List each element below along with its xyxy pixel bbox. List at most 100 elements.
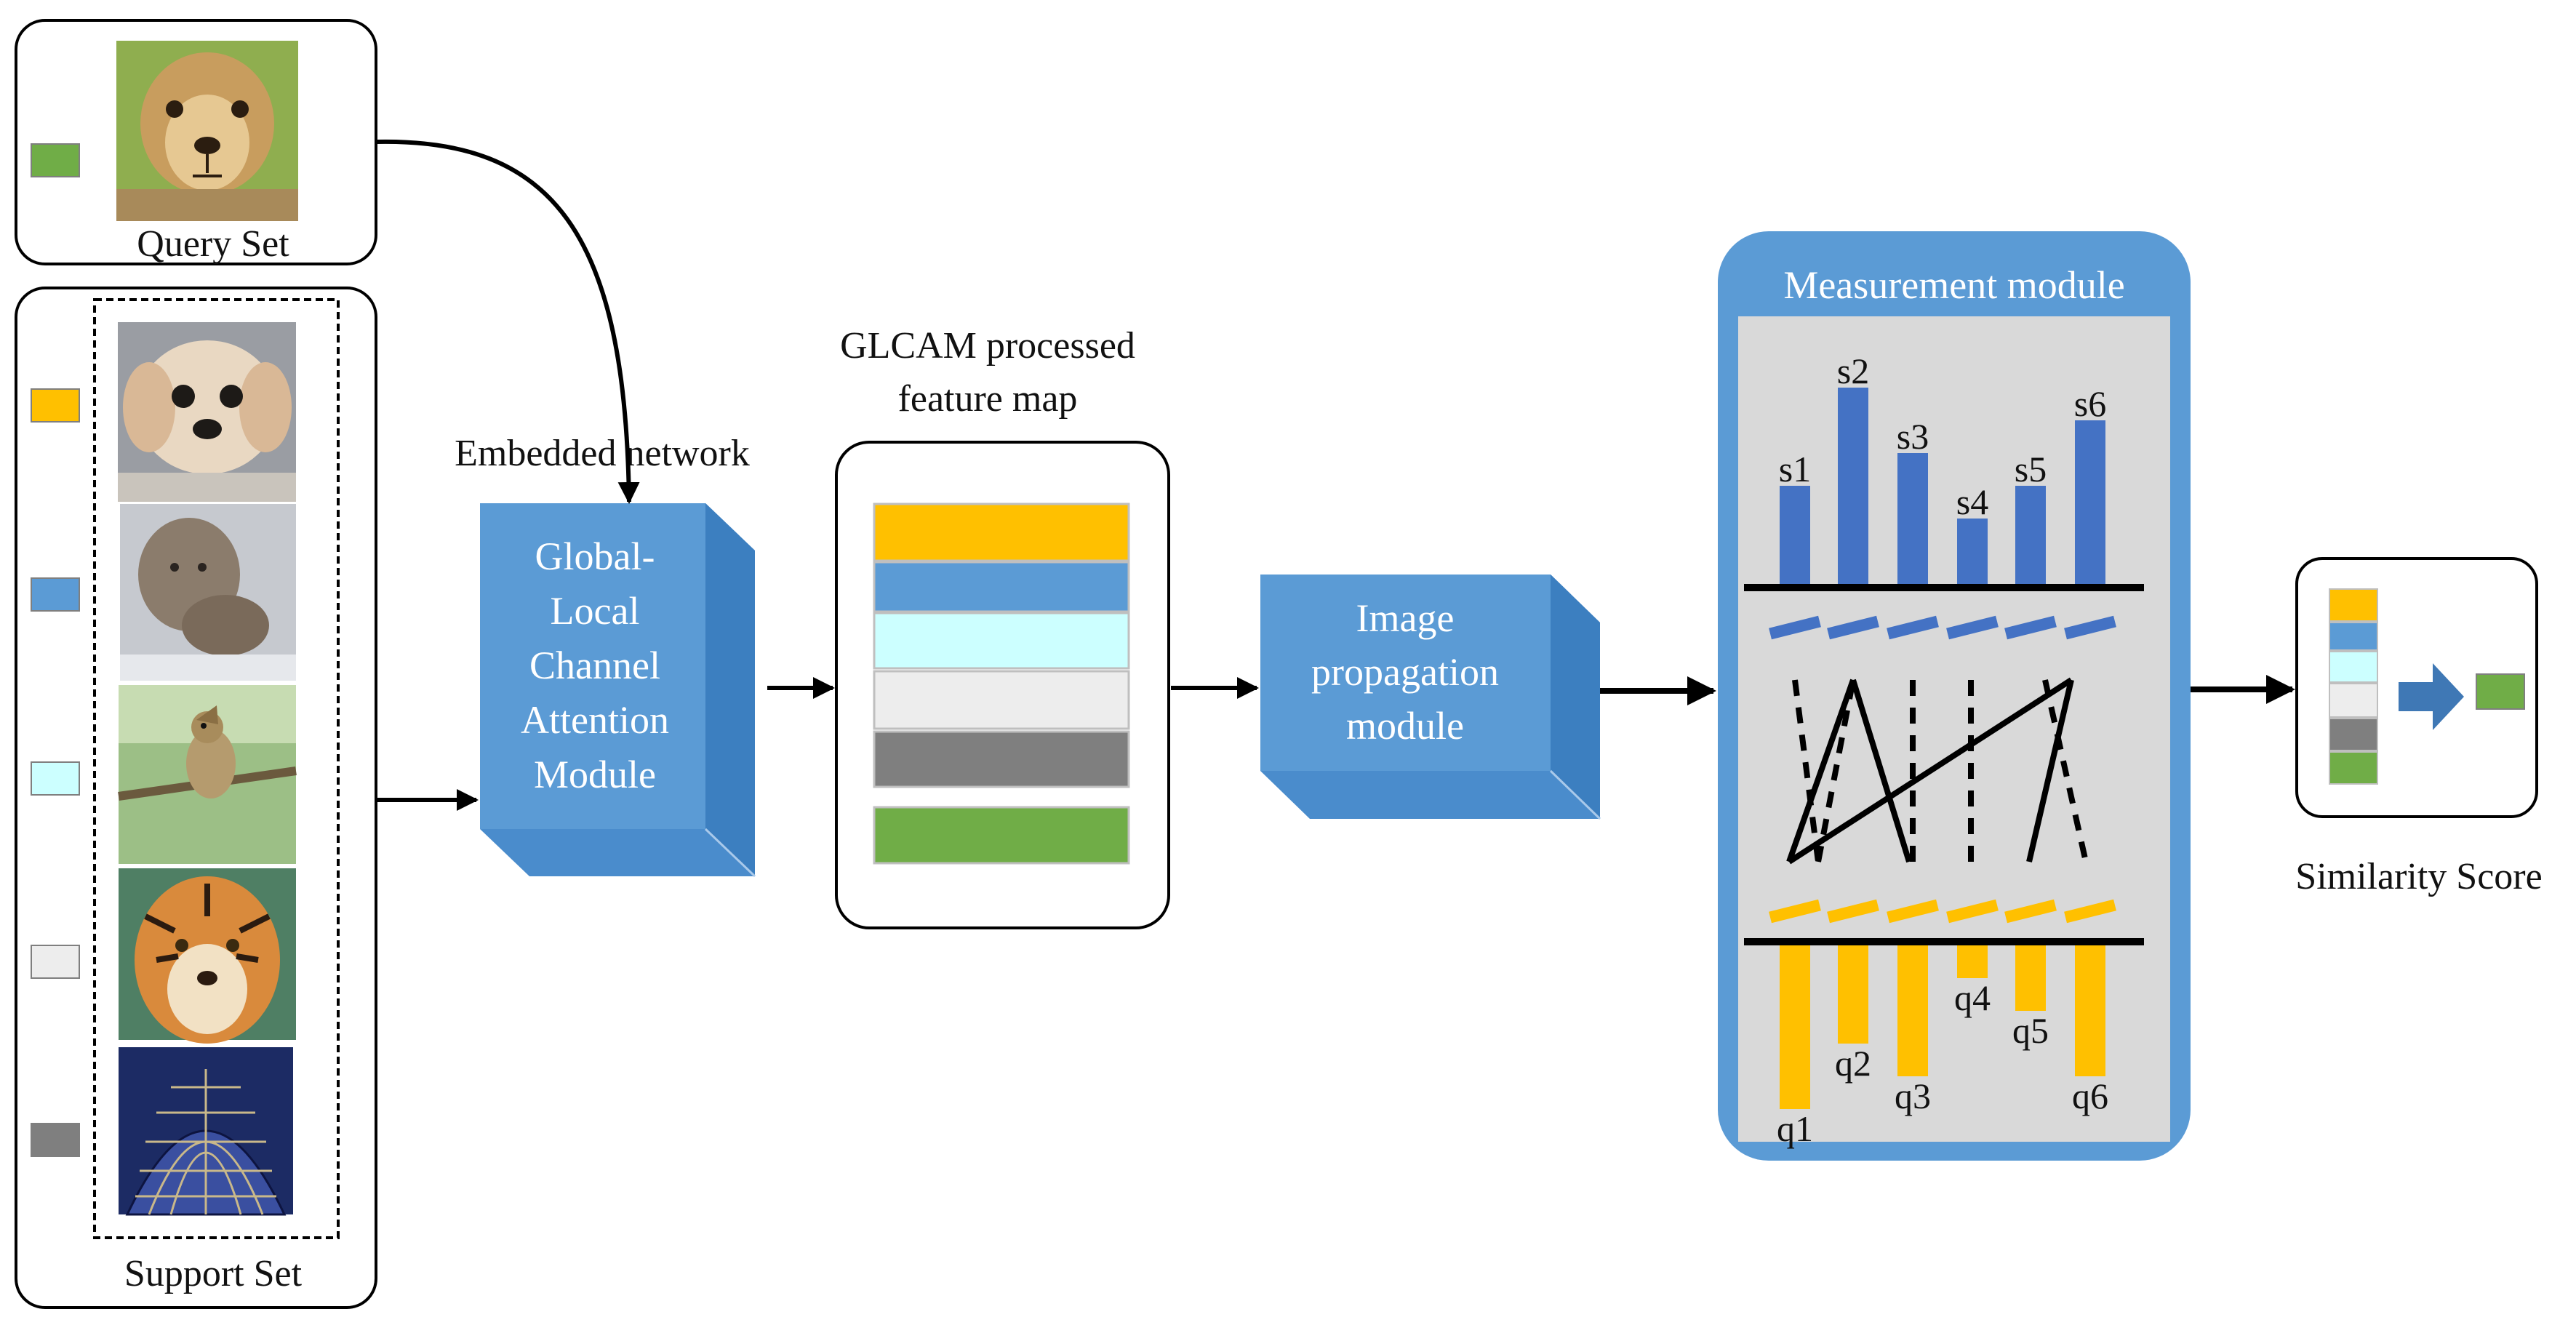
- q-bar-label-5: q5: [2012, 1010, 2049, 1051]
- glcam-line-2: Local: [551, 589, 640, 633]
- feature-band-1: [873, 503, 1130, 562]
- propagation-block-bottom: [1260, 771, 1600, 819]
- similarity-caption: Similarity Score: [2295, 856, 2542, 897]
- support-swatch-3: [31, 761, 80, 796]
- feature-band-4: [873, 670, 1130, 730]
- q-bar-label-1: q1: [1777, 1108, 1813, 1149]
- match-line-2: [1815, 679, 1856, 862]
- propagation-block-front: [1260, 575, 1551, 771]
- similarity-stack-2: [2329, 622, 2378, 651]
- query-set: Query Set: [15, 19, 377, 265]
- similarity-stack-3: [2329, 651, 2378, 683]
- support-images-frame: [93, 298, 340, 1239]
- similarity-output: [2295, 557, 2538, 818]
- s-bar-5: [2015, 486, 2046, 584]
- support-swatch-5: [31, 1123, 80, 1157]
- s-dash-6: [2064, 615, 2116, 640]
- support-swatch-1: [31, 388, 80, 423]
- s-dash-2: [1827, 615, 1879, 640]
- s-dash-3: [1887, 615, 1939, 640]
- q-bar-label-2: q2: [1835, 1043, 1871, 1084]
- match-line-7: [1787, 677, 2073, 865]
- similarity-result-swatch: [2476, 673, 2525, 710]
- q-dash-3: [1887, 899, 1939, 924]
- query-swatch: [31, 143, 80, 177]
- propagation-line-3: module: [1346, 704, 1464, 748]
- similarity-stack-4: [2329, 683, 2378, 718]
- dome-photo: [119, 1047, 293, 1216]
- similarity-stack-1: [2329, 588, 2378, 622]
- similarity-arrow-icon: [2399, 663, 2464, 730]
- s-dash-1: [1769, 615, 1821, 640]
- glcam-line-5: Module: [534, 753, 656, 796]
- lynx-photo: [120, 504, 296, 681]
- s-bar-label-2: s2: [1837, 351, 1869, 391]
- propagation-line-1: Image: [1356, 596, 1455, 640]
- bird-photo: [118, 685, 297, 864]
- glcam-block-bottom: [480, 829, 755, 876]
- s-bar-1: [1780, 486, 1810, 584]
- match-line-3: [1786, 678, 1856, 863]
- q-bar-label-4: q4: [1954, 977, 1991, 1018]
- feature-band-6: [873, 806, 1130, 865]
- measurement-title: Measurement module: [1783, 263, 2124, 307]
- feature-band-5: [873, 730, 1130, 788]
- s-bar-label-4: s4: [1956, 481, 1988, 522]
- propagation-block-side: [1551, 575, 1600, 819]
- s-bar-label-3: s3: [1897, 416, 1929, 457]
- tiger-photo: [119, 868, 296, 1044]
- q-bar-1: [1780, 945, 1810, 1109]
- q-dash-1: [1769, 899, 1821, 924]
- s-bar-3: [1897, 453, 1928, 584]
- s-bar-6: [2075, 420, 2105, 584]
- glcam-block-side: [705, 503, 755, 876]
- similarity-stack-6: [2329, 751, 2378, 785]
- q-bar-2: [1838, 945, 1868, 1044]
- glcam-line-3: Channel: [529, 644, 660, 687]
- support-set: Support Set: [15, 287, 377, 1309]
- support-set-label: Support Set: [124, 1253, 303, 1294]
- feature-band-3: [873, 612, 1130, 670]
- query-score-bars: q1 q2 q3 q4 q5 q6: [1777, 945, 2108, 1149]
- s-bar-label-6: s6: [2074, 383, 2106, 424]
- q-bar-3: [1897, 945, 1928, 1076]
- matching-lines: [1786, 677, 2089, 865]
- s-dash-5: [2004, 615, 2057, 640]
- match-line-9: [2026, 679, 2074, 862]
- cheetah-cub-photo: [116, 41, 298, 221]
- feature-band-2: [873, 561, 1130, 613]
- q-bar-4: [1957, 945, 1988, 978]
- s-bar-4: [1957, 519, 1988, 584]
- support-swatch-4: [31, 945, 80, 979]
- query-feature-dashes: [1769, 899, 2116, 924]
- support-feature-dashes: [1769, 615, 2116, 640]
- s-dash-4: [1946, 615, 1999, 640]
- q-bar-5: [2015, 945, 2046, 1011]
- q-dash-2: [1827, 899, 1879, 924]
- query-to-glcam-arrow: [375, 139, 640, 504]
- propagation-line-2: propagation: [1311, 650, 1499, 694]
- feature-map-caption-1: GLCAM processed: [840, 325, 1135, 367]
- q-dash-5: [2004, 899, 2057, 924]
- propagation-block: Image propagation module: [1260, 575, 1601, 820]
- q-bar-label-3: q3: [1895, 1076, 1931, 1116]
- s-bar-label-5: s5: [2015, 449, 2047, 489]
- support-swatch-2: [31, 577, 80, 612]
- match-line-1: [1792, 679, 1821, 862]
- similarity-stack-5: [2329, 718, 2378, 751]
- q-bar-label-6: q6: [2072, 1076, 2108, 1116]
- embedded-network-caption: Embedded network: [455, 433, 750, 474]
- flow-arrows: [375, 139, 2295, 811]
- q-dash-6: [2064, 899, 2116, 924]
- glcam-block: Global- Local Channel Attention Module: [480, 503, 756, 878]
- puppy-photo: [118, 322, 296, 502]
- measurement-module: Measurement module s1 s2 s3 s4 s5 s6 q1 q2 q3 q4…: [1718, 231, 2191, 1161]
- match-line-4: [1850, 678, 1912, 863]
- query-set-label: Query Set: [137, 223, 289, 265]
- s-bar-label-1: s1: [1779, 449, 1811, 489]
- feature-map-caption-2: feature map: [898, 378, 1078, 420]
- match-line-8: [2042, 679, 2089, 862]
- s-bar-2: [1838, 388, 1868, 584]
- q-bar-6: [2075, 945, 2105, 1076]
